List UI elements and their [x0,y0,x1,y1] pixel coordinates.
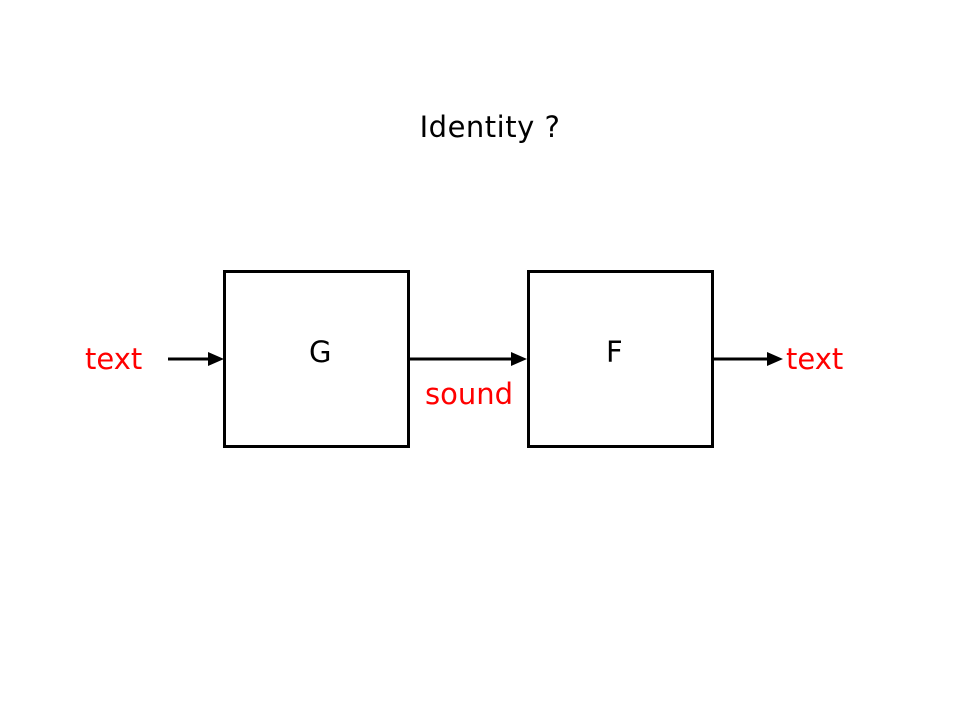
input-arrow [168,352,224,366]
block-g [223,270,410,448]
output-arrow [714,352,783,366]
output-signal-label: text [786,342,844,376]
diagram-title: Identity ? [419,110,561,144]
middle-signal-label: sound [425,377,514,411]
middle-arrow [410,352,527,366]
input-signal-label: text [85,342,143,376]
block-f [527,270,714,448]
block-g-label: G [309,335,332,369]
block-f-label: F [606,335,623,369]
